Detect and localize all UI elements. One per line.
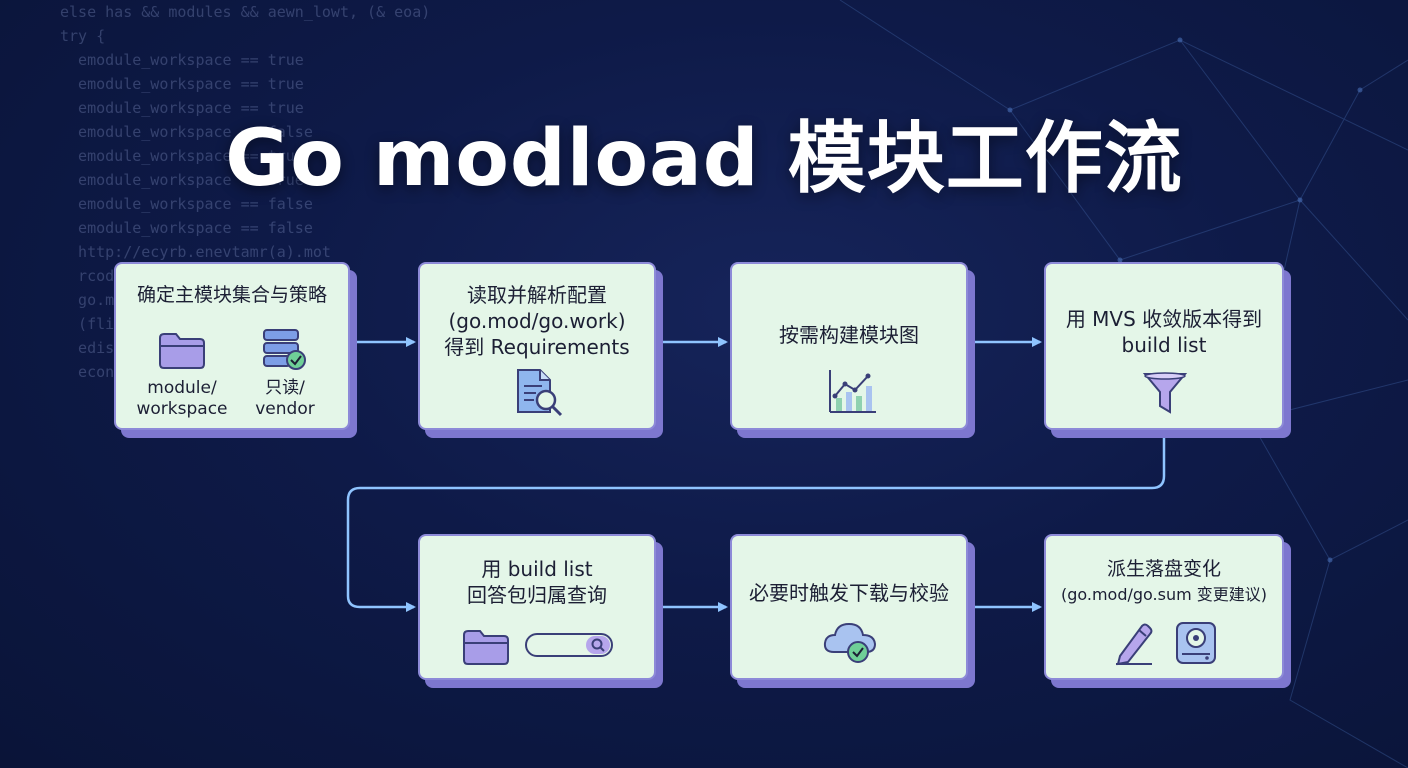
step-node-4: 用 MVS 收敛版本得到 build list <box>1044 262 1284 430</box>
step-node-1-title: 确定主模块集合与策略 <box>136 284 327 306</box>
disk-icon <box>1174 620 1220 670</box>
step-node-7-title: 派生落盘变化 (go.mod/go.sum 变更建议) <box>1060 558 1268 604</box>
background-code-line: try { <box>60 27 106 45</box>
page-title: Go modload 模块工作流 <box>225 114 1183 204</box>
funnel-icon <box>1142 370 1188 420</box>
background-code-line: emodule_workspace == false <box>60 195 313 213</box>
step-node-7: 派生落盘变化 (go.mod/go.sum 变更建议) <box>1044 534 1284 680</box>
search-bar-icon <box>524 630 616 664</box>
folder-icon <box>158 330 206 374</box>
step-node-3-title: 按需构建模块图 <box>779 323 919 347</box>
background-code-line: emodule_workspace == false <box>60 219 313 237</box>
step-node-2: 读取并解析配置 (go.mod/go.work) 得到 Requirements <box>418 262 656 430</box>
step-node-1: 确定主模块集合与策略 module/ workspace 只读/ vendor <box>114 262 350 430</box>
cloud-check-icon <box>822 618 880 670</box>
step-node-6: 必要时触发下载与校验 <box>730 534 968 680</box>
module-workspace-label: module/ workspace <box>136 378 228 419</box>
server-check-icon <box>262 328 308 376</box>
pencil-icon <box>1112 620 1156 670</box>
arrow-n4-n5 <box>346 436 1166 612</box>
graph-chart-icon <box>826 368 878 420</box>
background-code-line: emodule_workspace == true <box>60 171 304 189</box>
step-node-6-title: 必要时触发下载与校验 <box>749 581 949 605</box>
readonly-vendor-label: 只读/ vendor <box>255 378 315 419</box>
document-search-icon <box>514 366 566 422</box>
background-code-line: emodule_workspace == true <box>60 75 304 93</box>
background-code-line: else has && modules && aewn_lowt, (& eoa… <box>60 3 431 21</box>
step-node-5-title: 用 build list 回答包归属查询 <box>467 557 607 607</box>
background-code-line: emodule_workspace == true <box>60 99 304 117</box>
step-node-2-title: 读取并解析配置 (go.mod/go.work) 得到 Requirements <box>444 283 630 359</box>
step-node-3: 按需构建模块图 <box>730 262 968 430</box>
background-code-line: http://ecyrb.enevtamr(a).mot <box>60 243 331 261</box>
step-node-4-title: 用 MVS 收敛版本得到 build list <box>1065 307 1263 357</box>
step-node-5: 用 build list 回答包归属查询 <box>418 534 656 680</box>
folder-icon <box>462 628 510 670</box>
background-code-line: emodule_workspace == true <box>60 147 304 165</box>
background-code-line: emodule_workspace == true <box>60 51 304 69</box>
background-code-line: emodule_workspace == false <box>60 123 313 141</box>
